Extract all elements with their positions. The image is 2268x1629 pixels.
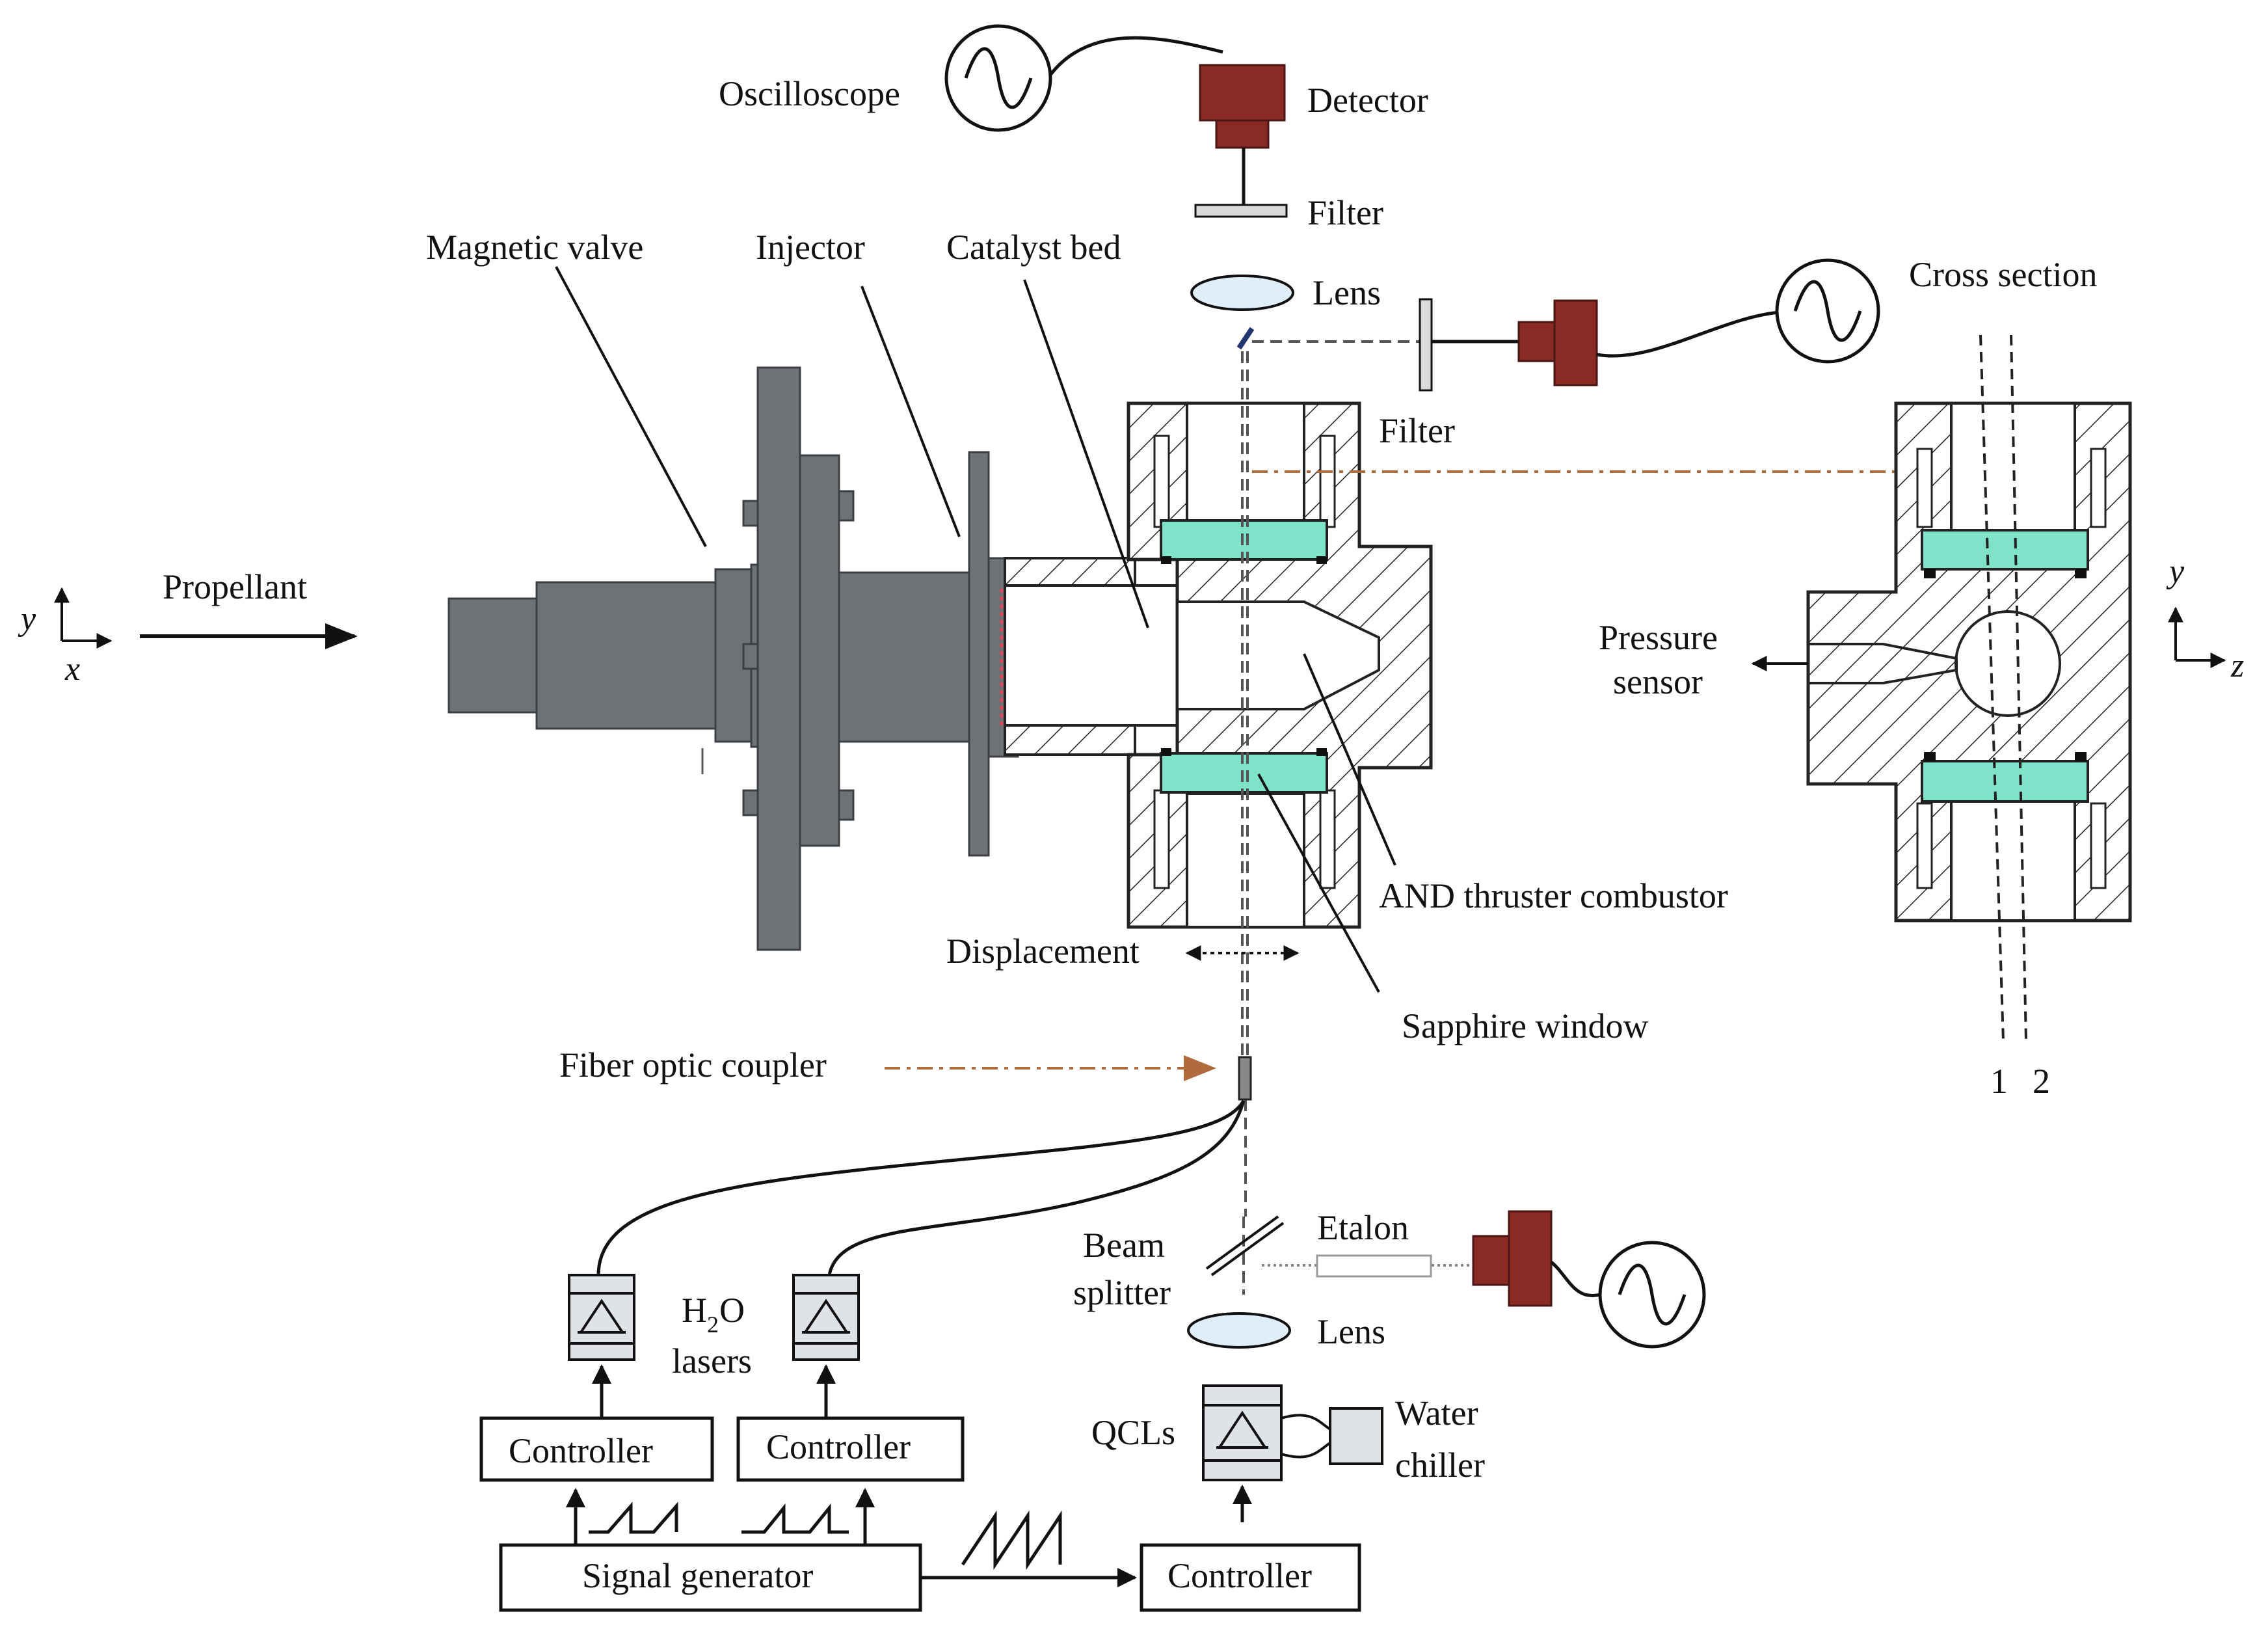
label-lens-top: Lens — [1313, 273, 1381, 312]
propellant-arrow: Propellant — [140, 567, 358, 649]
label-h2o-o: O — [719, 1291, 745, 1330]
signal-generator-box — [499, 1543, 922, 1612]
label-beam-splitter-2: splitter — [1073, 1273, 1171, 1312]
label-signal-generator: Signal generator — [582, 1556, 813, 1595]
thruster-assembly — [447, 366, 1019, 951]
detector-side-icon — [1517, 299, 1598, 386]
filter-top-icon — [1194, 204, 1288, 218]
cross-section-view — [1751, 401, 2132, 922]
h2o-laser-1 — [568, 1274, 635, 1361]
axis-label-y-left: y — [18, 600, 36, 638]
water-chiller-icon — [1329, 1407, 1383, 1465]
axis-label-y-right: y — [2166, 553, 2185, 590]
combustor-body — [1127, 401, 1433, 929]
coupler-icon — [1238, 1056, 1252, 1101]
filter-side-icon — [1419, 298, 1433, 392]
label-controller-2: Controller — [766, 1427, 911, 1466]
lower-optics — [1187, 1210, 1706, 1481]
label-filter-side: Filter — [1379, 411, 1455, 450]
label-etalon: Etalon — [1317, 1208, 1409, 1247]
label-controller-1: Controller — [509, 1431, 653, 1470]
top-detection-optics: Oscilloscope Detector Filter Lens — [719, 24, 1428, 350]
label-catalyst-bed: Catalyst bed — [946, 228, 1121, 267]
label-sapphire-window: Sapphire window — [1402, 1006, 1648, 1045]
label-beam-splitter-1: Beam — [1083, 1226, 1165, 1265]
control-electronics — [479, 1364, 1361, 1612]
magnetic-valve-flange — [756, 366, 801, 951]
leader-lines — [555, 266, 1396, 993]
label-beam-2: 2 — [2033, 1062, 2050, 1101]
cross-section-window-upper — [1921, 529, 2089, 571]
label-displacement: Displacement — [946, 932, 1140, 971]
injector-housing — [1000, 557, 1179, 756]
detector-bottom-icon — [1472, 1210, 1553, 1307]
label-lens-bottom: Lens — [1317, 1312, 1385, 1351]
sapphire-window-upper — [1160, 519, 1328, 561]
label-fiber-optic-coupler: Fiber optic coupler — [559, 1045, 827, 1084]
mirror-icon — [1236, 327, 1255, 350]
detector-icon — [1199, 64, 1286, 149]
controller-2-box — [736, 1416, 965, 1482]
label-lasers: lasers — [672, 1341, 752, 1380]
label-cross-section: Cross section — [1909, 255, 2098, 294]
sapphire-window-lower — [1160, 752, 1328, 794]
label-water-chiller-2: chiller — [1395, 1446, 1485, 1485]
qcl-icon — [1202, 1384, 1283, 1481]
displacement-indicator: Displacement — [946, 932, 1300, 971]
cross-section-window-lower — [1921, 760, 2089, 803]
catalyst-bed — [1004, 584, 1179, 727]
label-filter-top: Filter — [1307, 193, 1383, 232]
label-and-thruster-combustor: AND thruster combustor — [1379, 876, 1728, 915]
axis-label-z-right: z — [2230, 647, 2244, 684]
label-propellant: Propellant — [163, 567, 307, 606]
label-water-chiller-1: Water — [1395, 1393, 1478, 1433]
label-qcls: QCLs — [1091, 1413, 1175, 1452]
axes-left: y x — [18, 587, 113, 688]
label-controller-3: Controller — [1167, 1556, 1312, 1595]
label-h2o-sub: 2 — [707, 1312, 719, 1338]
label-detector: Detector — [1307, 81, 1428, 120]
laser-beam-path — [1241, 340, 1421, 1217]
lens-top-icon — [1190, 275, 1294, 311]
label-pressure-sensor-1: Pressure — [1599, 618, 1718, 657]
label-beam-1: 1 — [1990, 1062, 2008, 1101]
lens-bottom-icon — [1187, 1312, 1291, 1349]
label-h2o-h: H — [682, 1291, 707, 1330]
axes-right: y z — [2166, 553, 2244, 684]
etalon-icon — [1316, 1254, 1432, 1278]
label-injector: Injector — [756, 228, 865, 267]
injector-plate — [968, 451, 990, 857]
axis-label-x-left: x — [64, 651, 80, 688]
label-pressure-sensor-2: sensor — [1613, 662, 1703, 701]
h2o-laser-2 — [792, 1274, 860, 1361]
label-magnetic-valve: Magnetic valve — [426, 228, 643, 267]
controller-3-box — [1140, 1543, 1361, 1612]
controller-1-box — [479, 1416, 714, 1482]
side-detection-optics: Filter — [1379, 258, 1880, 450]
fiber-optic-coupler: Fiber optic coupler — [559, 1045, 1252, 1276]
label-oscilloscope: Oscilloscope — [719, 74, 900, 113]
